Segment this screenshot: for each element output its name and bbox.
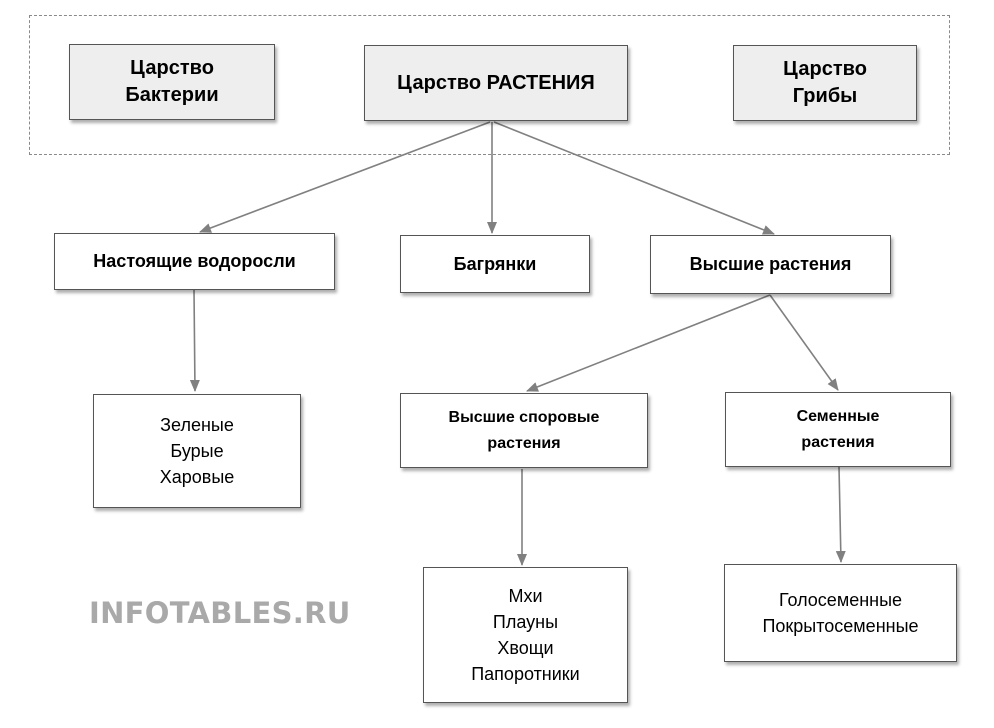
kingdoms-group-frame <box>29 15 950 155</box>
kingdom-fungi-line1: Царство <box>783 58 867 80</box>
higher-plants-box: Высшие растения <box>650 235 891 294</box>
seed-type-item: Голосеменные <box>778 589 903 610</box>
arrow-plants-to-algae <box>199 121 491 233</box>
algae-type-item: Зеленые <box>160 414 234 435</box>
seed-type-item: Покрытосеменные <box>762 616 919 636</box>
kingdom-bacteria-line1: Царство <box>130 57 214 79</box>
red-algae-box: Багрянки <box>400 235 590 293</box>
algae-box: Настоящие водоросли <box>54 233 335 290</box>
spore-type-item: Плауны <box>492 611 559 632</box>
kingdom-bacteria-line2: Бактерии <box>125 84 219 106</box>
arrow-seed-to-types <box>835 466 846 563</box>
spore-plants-line2: растения <box>487 434 561 452</box>
kingdom-plants-box: Царство РАСТЕНИЯ <box>364 45 628 121</box>
site-watermark: INFOTABLES.RU <box>89 596 351 630</box>
algae-type-item: Харовые <box>159 467 235 488</box>
seed-plants-line2: растения <box>801 433 875 451</box>
arrow-algae-to-types <box>189 289 200 392</box>
spore-types-box: Мхи Плауны Хвощи Папоротники <box>423 567 628 703</box>
spore-plants-box: Высшие споровые растения <box>400 393 648 468</box>
arrow-higher-to-seed <box>769 294 839 391</box>
kingdom-fungi-line2: Грибы <box>792 85 858 107</box>
algae-types-box: Зеленые Бурые Харовые <box>93 394 301 508</box>
algae-type-item: Бурые <box>170 440 224 461</box>
seed-plants-box: Семенные растения <box>725 392 951 467</box>
kingdom-bacteria-box: Царство Бактерии <box>69 44 275 120</box>
arrow-higher-to-spore <box>526 294 771 392</box>
seed-types-box: Голосеменные Покрытосеменные <box>724 564 957 662</box>
spore-type-item: Папоротники <box>471 664 580 685</box>
kingdom-fungi-box: Царство Грибы <box>733 45 917 121</box>
higher-plants-label: Высшие растения <box>689 254 852 275</box>
spore-plants-line1: Высшие споровые <box>448 408 600 426</box>
arrow-plants-to-higher <box>493 121 775 235</box>
algae-label: Настоящие водоросли <box>93 251 296 272</box>
seed-plants-line1: Семенные <box>796 407 880 425</box>
spore-type-item: Мхи <box>508 585 543 606</box>
red-algae-label: Багрянки <box>453 253 537 274</box>
spore-type-item: Хвощи <box>497 638 554 658</box>
kingdom-plants-label: Царство РАСТЕНИЯ <box>397 71 595 94</box>
